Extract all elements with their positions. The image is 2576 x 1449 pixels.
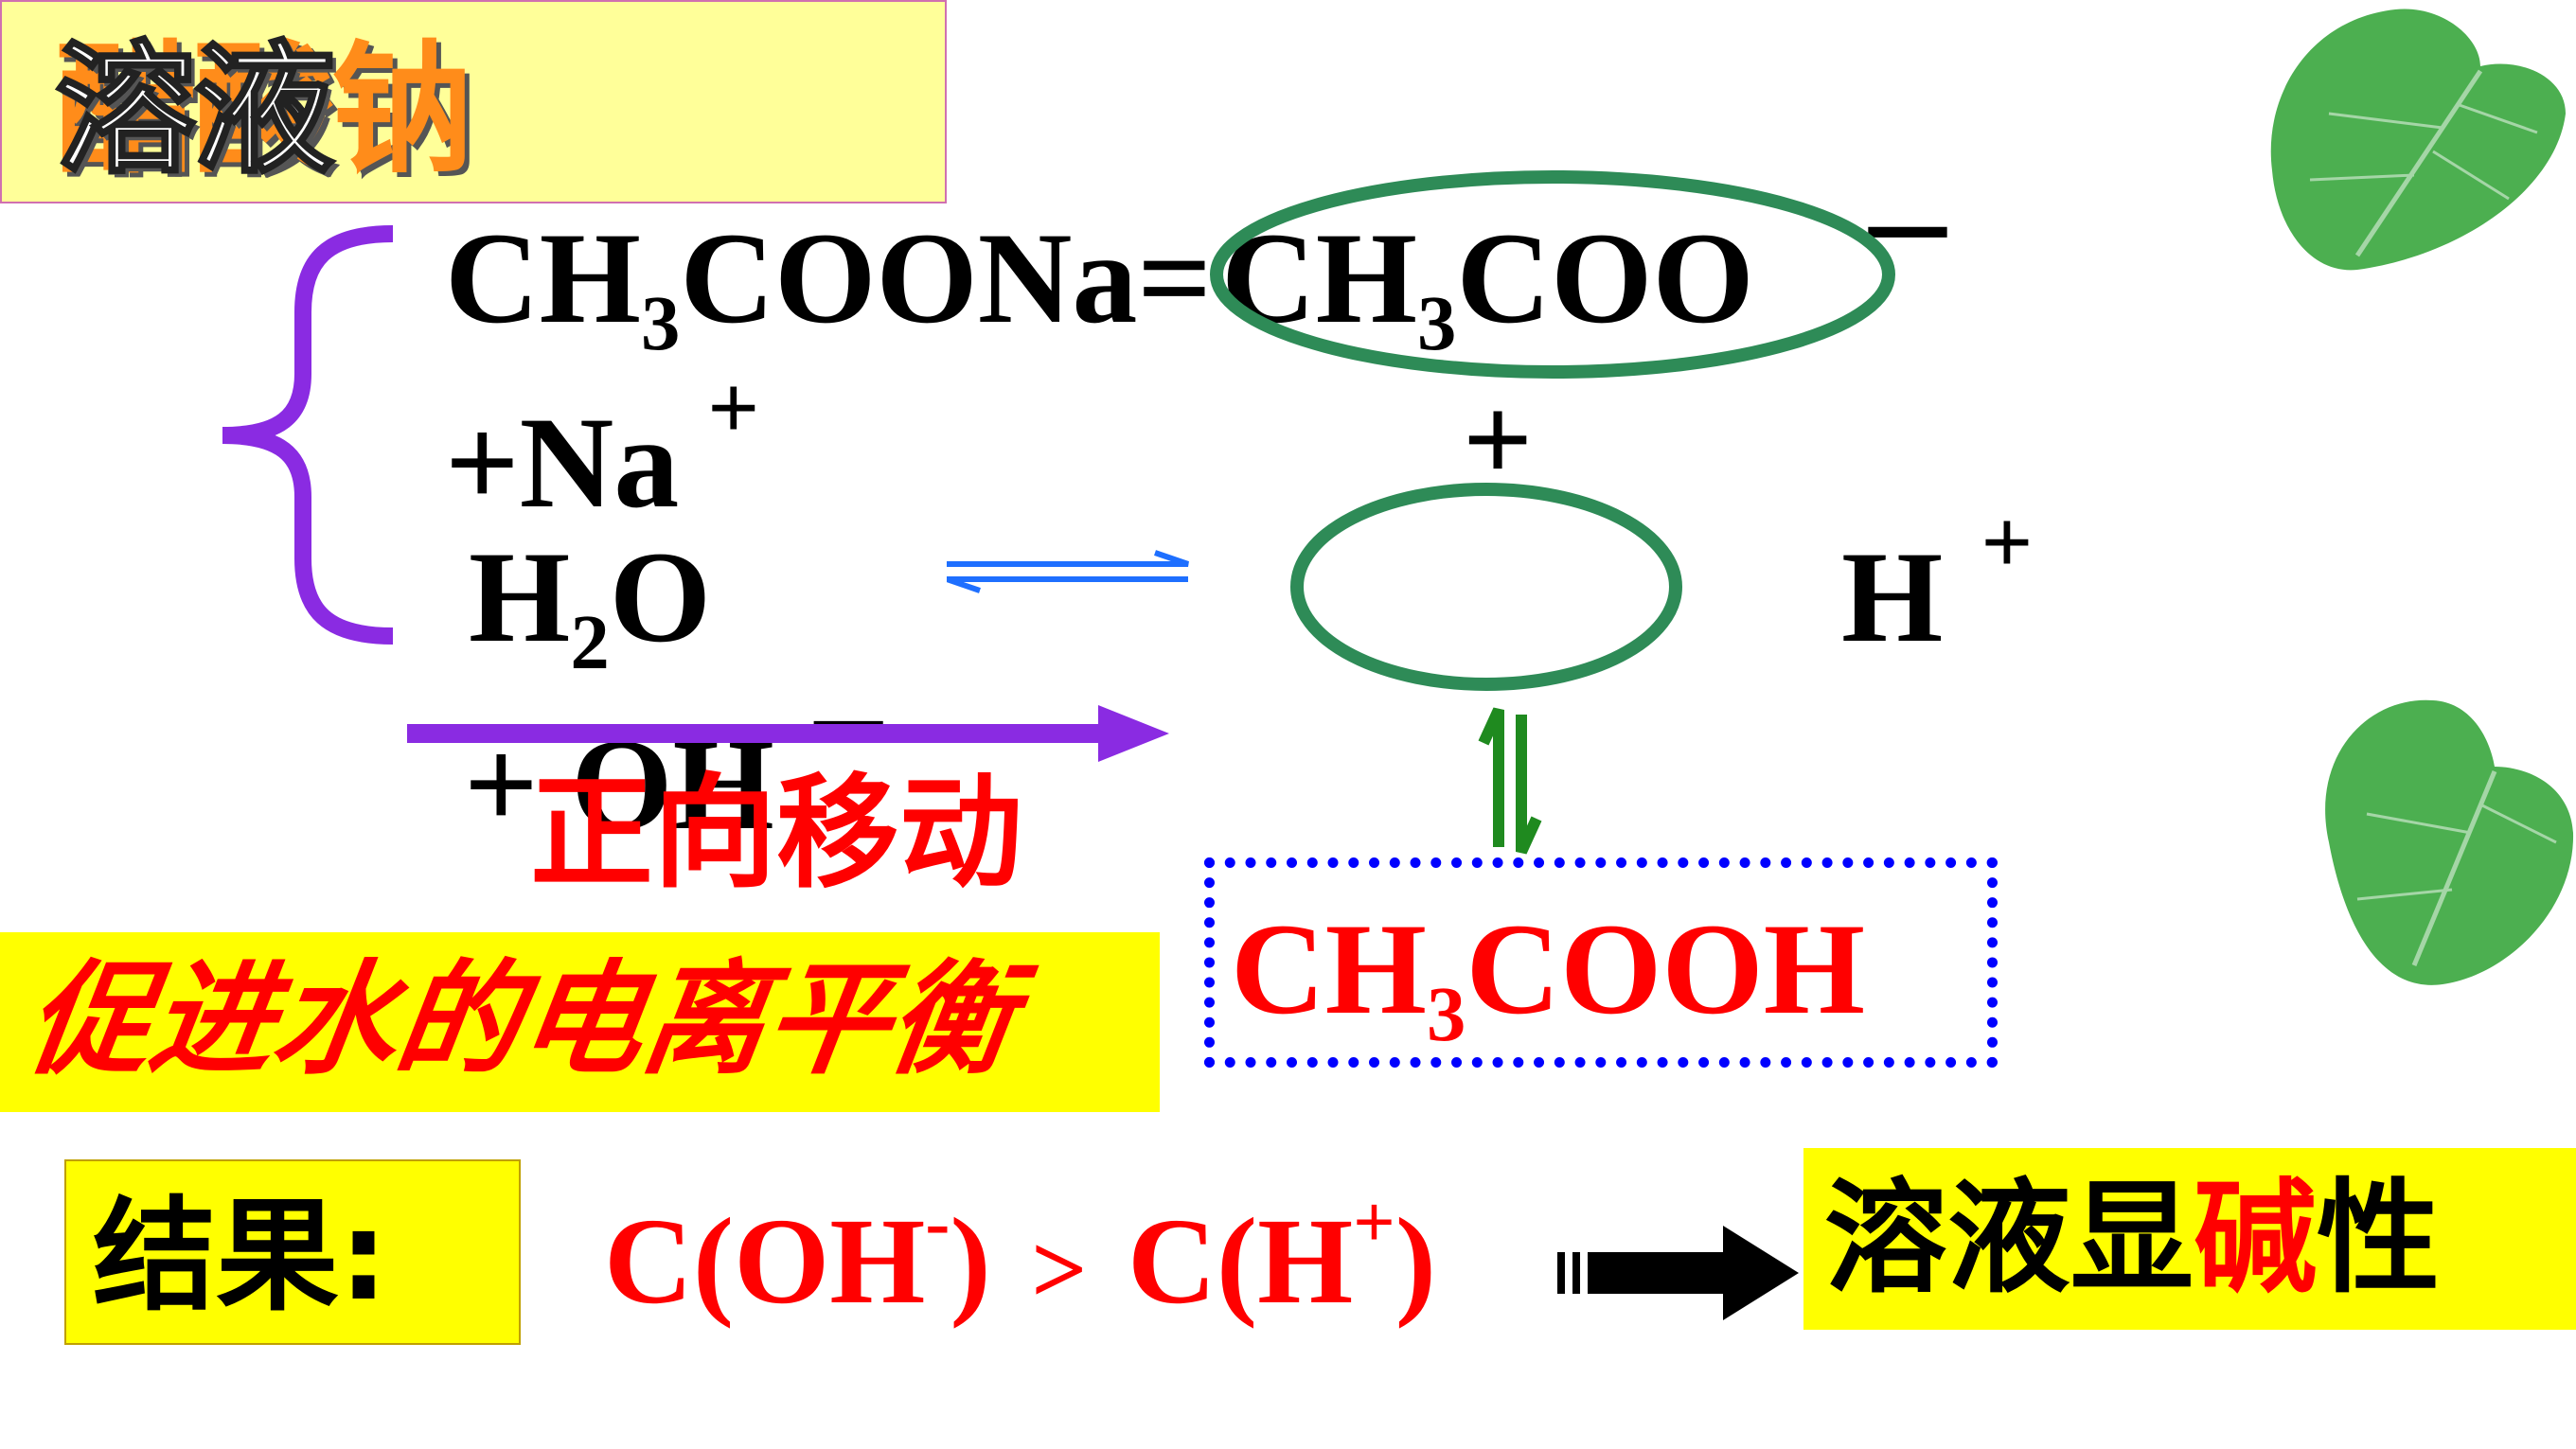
acetate-ellipse xyxy=(1210,170,1895,379)
conclusion-box: 溶液显碱性 xyxy=(1803,1148,2576,1330)
acetate-formula: CH3COO xyxy=(1221,205,1754,366)
acetic-acid-formula: CH3COOH xyxy=(1231,896,1866,1057)
result-label: 结果: xyxy=(93,1184,388,1328)
proton: H+ xyxy=(1841,490,2034,669)
title-part1: 醋酸钠 xyxy=(55,28,473,193)
slide-title: 醋酸钠溶液 xyxy=(0,0,947,203)
equilibrium-arrow-icon xyxy=(947,550,1189,593)
brace-icon xyxy=(222,225,394,645)
promote-label: 促进水的电离平衡 xyxy=(18,947,1023,1091)
conclusion-text: 溶液显碱性 xyxy=(1824,1166,2441,1310)
equals-sign: = xyxy=(1137,205,1213,350)
title-part2: 溶液 xyxy=(53,28,336,193)
leaf-icon xyxy=(2325,699,2574,985)
sodium-ion: +Na+ xyxy=(445,356,760,535)
water-formula: H2O xyxy=(469,524,712,685)
concentration-comparison: C(OH-) > C(H+) xyxy=(604,1180,1437,1330)
plus-sign: + xyxy=(1463,372,1534,508)
dissociation-equation: CH3COONa=CH3COO xyxy=(445,213,1754,362)
right-arrow-icon xyxy=(407,705,1169,762)
water-ion-ellipse xyxy=(1290,483,1682,691)
acetic-acid-box xyxy=(1204,857,1998,1068)
leaf-icon xyxy=(2270,9,2566,271)
vertical-equilibrium-icon xyxy=(1478,707,1542,855)
promote-box: 促进水的电离平衡 xyxy=(0,932,1160,1112)
sodium-acetate-formula: CH3COONa xyxy=(445,205,1138,366)
shift-label: 正向移动 xyxy=(530,761,1023,905)
result-label-box: 结果: xyxy=(64,1159,521,1345)
result-arrow-icon xyxy=(1557,1226,1799,1320)
